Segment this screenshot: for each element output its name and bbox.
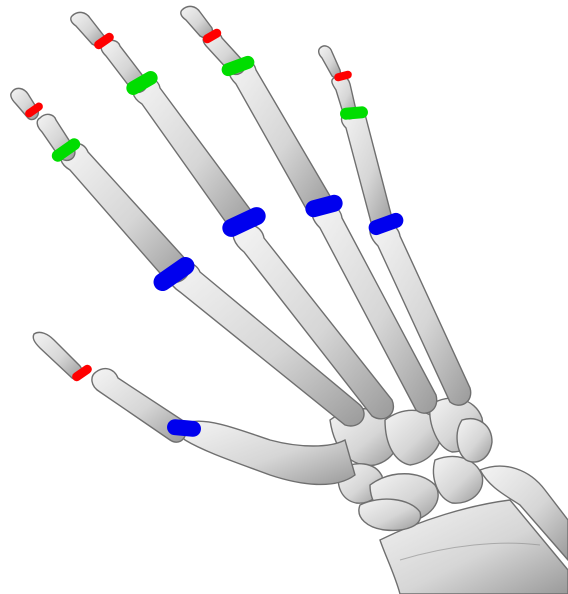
metacarpal-thumb xyxy=(180,421,355,484)
distal-phalanges xyxy=(11,6,341,379)
